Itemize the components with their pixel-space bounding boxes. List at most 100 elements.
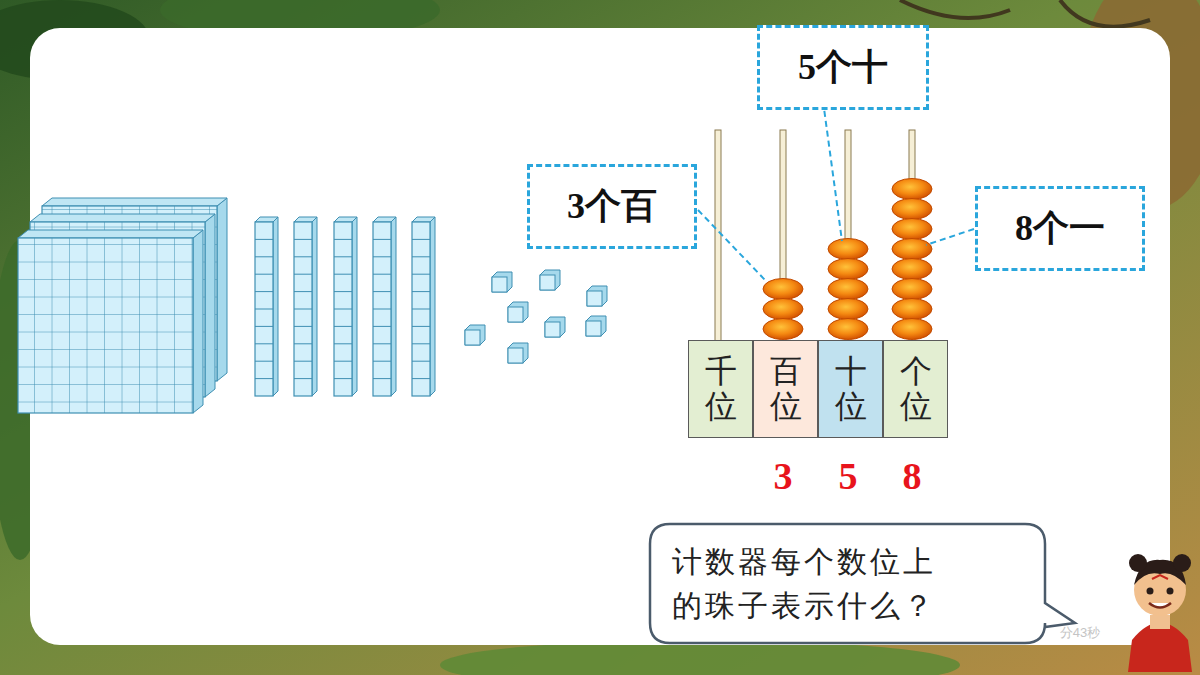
- rod-grid: [412, 361, 430, 362]
- rod-grid: [294, 239, 312, 240]
- unit-cube: [545, 322, 560, 337]
- bead: [892, 179, 932, 200]
- unit-cube: [465, 330, 480, 345]
- unit-cube: [587, 291, 602, 306]
- rod-grid: [373, 239, 391, 240]
- digit: 3: [774, 454, 793, 498]
- unit-cube-back: [508, 343, 528, 363]
- rod-grid: [294, 361, 312, 362]
- unit-cube-back: [492, 272, 512, 292]
- rod-grid: [373, 343, 391, 344]
- rod-grid: [334, 361, 352, 362]
- ten-rod: [255, 222, 273, 396]
- callout-box: 8个一: [975, 186, 1145, 271]
- bead: [763, 319, 803, 340]
- flat-top: [18, 230, 203, 238]
- bead: [828, 279, 868, 300]
- rod: [715, 130, 721, 342]
- unit-cube: [508, 348, 523, 363]
- rod-grid: [334, 326, 352, 327]
- flat-side: [205, 214, 215, 397]
- callout-text: 3个百: [567, 182, 657, 231]
- rod-grid: [373, 309, 391, 310]
- rod-grid: [373, 326, 391, 327]
- digit: 8: [903, 454, 922, 498]
- rod-grid: [294, 378, 312, 379]
- rod-grid: [412, 326, 430, 327]
- leader-line: [823, 101, 842, 241]
- rod-grid: [255, 256, 273, 257]
- bead: [892, 259, 932, 280]
- bead: [763, 299, 803, 320]
- place-cell: 十位: [818, 340, 883, 438]
- bubble-path: [650, 524, 1075, 643]
- unit-cube-back: [587, 286, 607, 306]
- ten-rod: [412, 222, 430, 396]
- place-cell: 千位: [688, 340, 753, 438]
- rod-side: [391, 217, 396, 396]
- speech-bubble: 计数器每个数位上的珠子表示什么？: [650, 524, 1045, 643]
- unit-cube-back: [465, 325, 485, 345]
- callout-box: 5个十: [757, 25, 929, 110]
- rod-grid: [294, 309, 312, 310]
- rod-grid: [334, 291, 352, 292]
- rod-grid: [412, 256, 430, 257]
- panel: [30, 28, 1170, 645]
- bead: [892, 279, 932, 300]
- bead: [828, 299, 868, 320]
- rod-grid: [412, 239, 430, 240]
- rod-grid: [294, 256, 312, 257]
- rod-grid: [255, 361, 273, 362]
- rod-side: [352, 217, 357, 396]
- rod-grid: [412, 274, 430, 275]
- ten-rod: [373, 222, 391, 396]
- rod-grid: [412, 343, 430, 344]
- rod-grid: [294, 343, 312, 344]
- unit-cube: [508, 307, 523, 322]
- flat-top: [42, 198, 227, 206]
- unit-cube-back: [540, 270, 560, 290]
- rod-grid: [255, 343, 273, 344]
- rod-grid: [334, 378, 352, 379]
- rod-grid: [373, 378, 391, 379]
- ten-rod: [294, 222, 312, 396]
- bead: [892, 319, 932, 340]
- base-ten-blocks: [18, 198, 607, 413]
- flat-top: [30, 214, 215, 222]
- rod-grid: [255, 309, 273, 310]
- rod-grid: [294, 274, 312, 275]
- leader-line: [698, 210, 766, 281]
- rod-grid: [334, 239, 352, 240]
- unit-cube: [540, 275, 555, 290]
- rod-side: [312, 217, 317, 396]
- place-name: 百位: [770, 354, 802, 424]
- question-text: 计数器每个数位上的珠子表示什么？: [672, 540, 942, 627]
- rod-grid: [373, 256, 391, 257]
- rod-grid: [373, 274, 391, 275]
- unit-cube-back: [545, 317, 565, 337]
- leader-lines: [698, 101, 974, 281]
- digit: 5: [839, 454, 858, 498]
- rod-grid: [373, 291, 391, 292]
- rod-grid: [334, 309, 352, 310]
- bead: [763, 279, 803, 300]
- rod-grid: [373, 361, 391, 362]
- flat-side: [217, 198, 227, 381]
- abacus: [715, 130, 932, 342]
- bead: [892, 299, 932, 320]
- rod-grid: [334, 274, 352, 275]
- bead: [892, 239, 932, 260]
- leader-line: [926, 229, 974, 245]
- unit-cube-back: [586, 316, 606, 336]
- rod-grid: [412, 291, 430, 292]
- rod-grid: [294, 291, 312, 292]
- place-cell: 个位: [883, 340, 948, 438]
- bead: [892, 199, 932, 220]
- rod-side: [430, 217, 435, 396]
- hundred-flat: [18, 238, 193, 413]
- callout-text: 8个一: [1015, 204, 1105, 253]
- rod-grid: [255, 274, 273, 275]
